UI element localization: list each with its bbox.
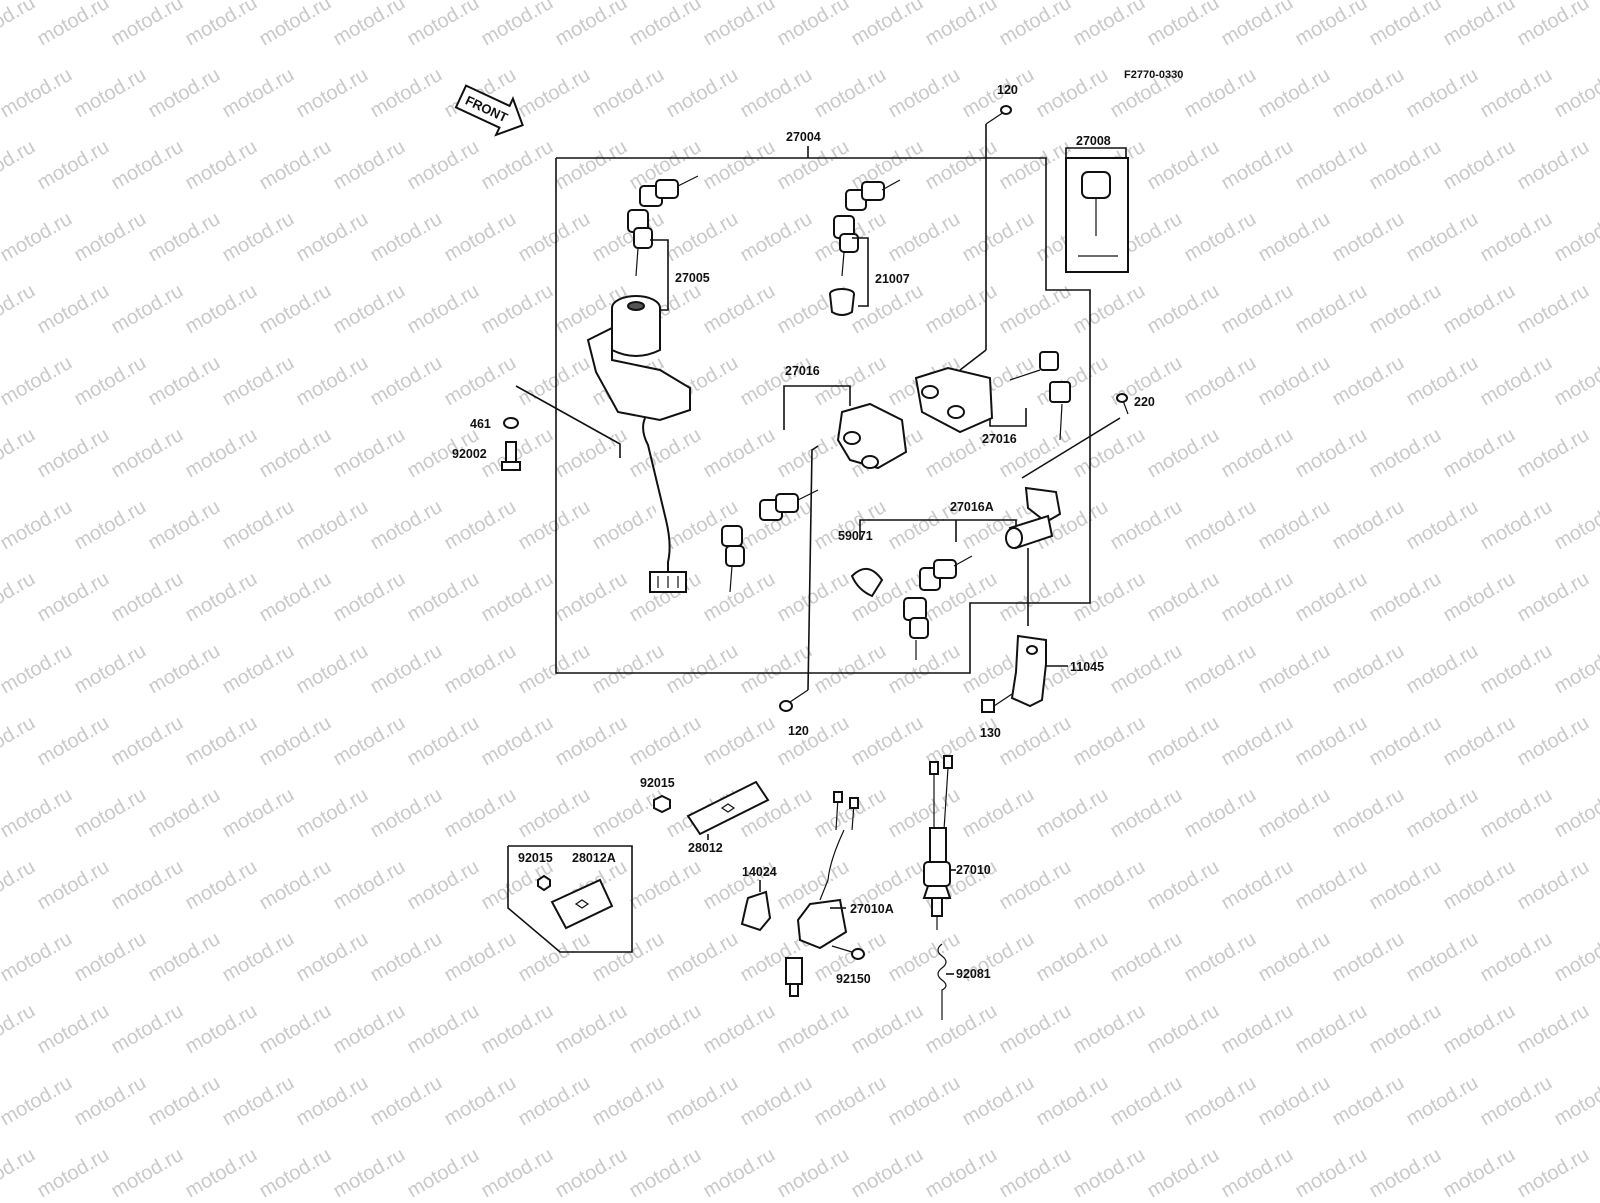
bolt-130-icon: [981, 693, 1013, 713]
label-461: 461: [470, 417, 491, 431]
label-28012A: 28012A: [572, 851, 616, 865]
nut-92015-top-icon: [653, 794, 671, 814]
label-27010A: 27010A: [850, 902, 894, 916]
figure-code: F2770-0330: [1124, 69, 1183, 81]
label-92081: 92081: [956, 967, 991, 981]
screw-120-top-icon: [959, 105, 1012, 371]
label-27016-mid: 27016: [785, 364, 820, 378]
ignition-switch-icon: [586, 295, 691, 593]
washer-461-icon: [503, 417, 519, 429]
label-27016A: 27016A: [950, 500, 994, 514]
helmet-lock-27016A-icon: [903, 486, 1062, 660]
label-28012: 28012: [688, 841, 723, 855]
reflector-kit-box: [507, 845, 633, 953]
front-arrow-icon: FRONT: [454, 84, 524, 137]
clip-59071-icon: [850, 568, 884, 598]
label-130: 130: [980, 726, 1001, 740]
label-220: 220: [1134, 395, 1155, 409]
key-set-27005-icon: [627, 175, 699, 311]
label-92150: 92150: [836, 972, 871, 986]
label-27008: 27008: [1076, 134, 1111, 148]
kit-frame-27004: [555, 146, 1091, 674]
screw-220-icon: [1021, 393, 1129, 479]
switch-27010-icon: [922, 755, 956, 930]
label-14024: 14024: [742, 865, 777, 879]
label-27016-right: 27016: [982, 432, 1017, 446]
screw-92150-icon: [831, 945, 865, 960]
label-120-bottom: 120: [788, 724, 809, 738]
label-59071: 59071: [838, 529, 873, 543]
bracket-11045-icon: [1010, 634, 1068, 708]
seat-lock-27016-mid-icon: [721, 396, 908, 593]
label-92015-box: 92015: [518, 851, 553, 865]
seat-lock-27016-right-icon: [914, 351, 1071, 441]
label-92002: 92002: [452, 447, 487, 461]
reflector-28012-icon: [686, 780, 770, 840]
key-set-21007-icon: [829, 179, 901, 316]
label-27010: 27010: [956, 863, 991, 877]
screw-120-bottom-icon: [779, 445, 819, 712]
label-27005: 27005: [675, 271, 710, 285]
label-27004: 27004: [786, 130, 821, 144]
cover-14024-icon: [740, 880, 772, 932]
label-92015-top: 92015: [640, 776, 675, 790]
key-card-27008-icon: [1065, 147, 1129, 273]
bolt-92002-icon: [501, 441, 521, 471]
spring-92081-icon: [937, 943, 954, 1020]
label-120-top: 120: [997, 83, 1018, 97]
label-21007: 21007: [875, 272, 910, 286]
switch-27010A-icon: [785, 791, 859, 997]
label-11045: 11045: [1070, 660, 1104, 674]
